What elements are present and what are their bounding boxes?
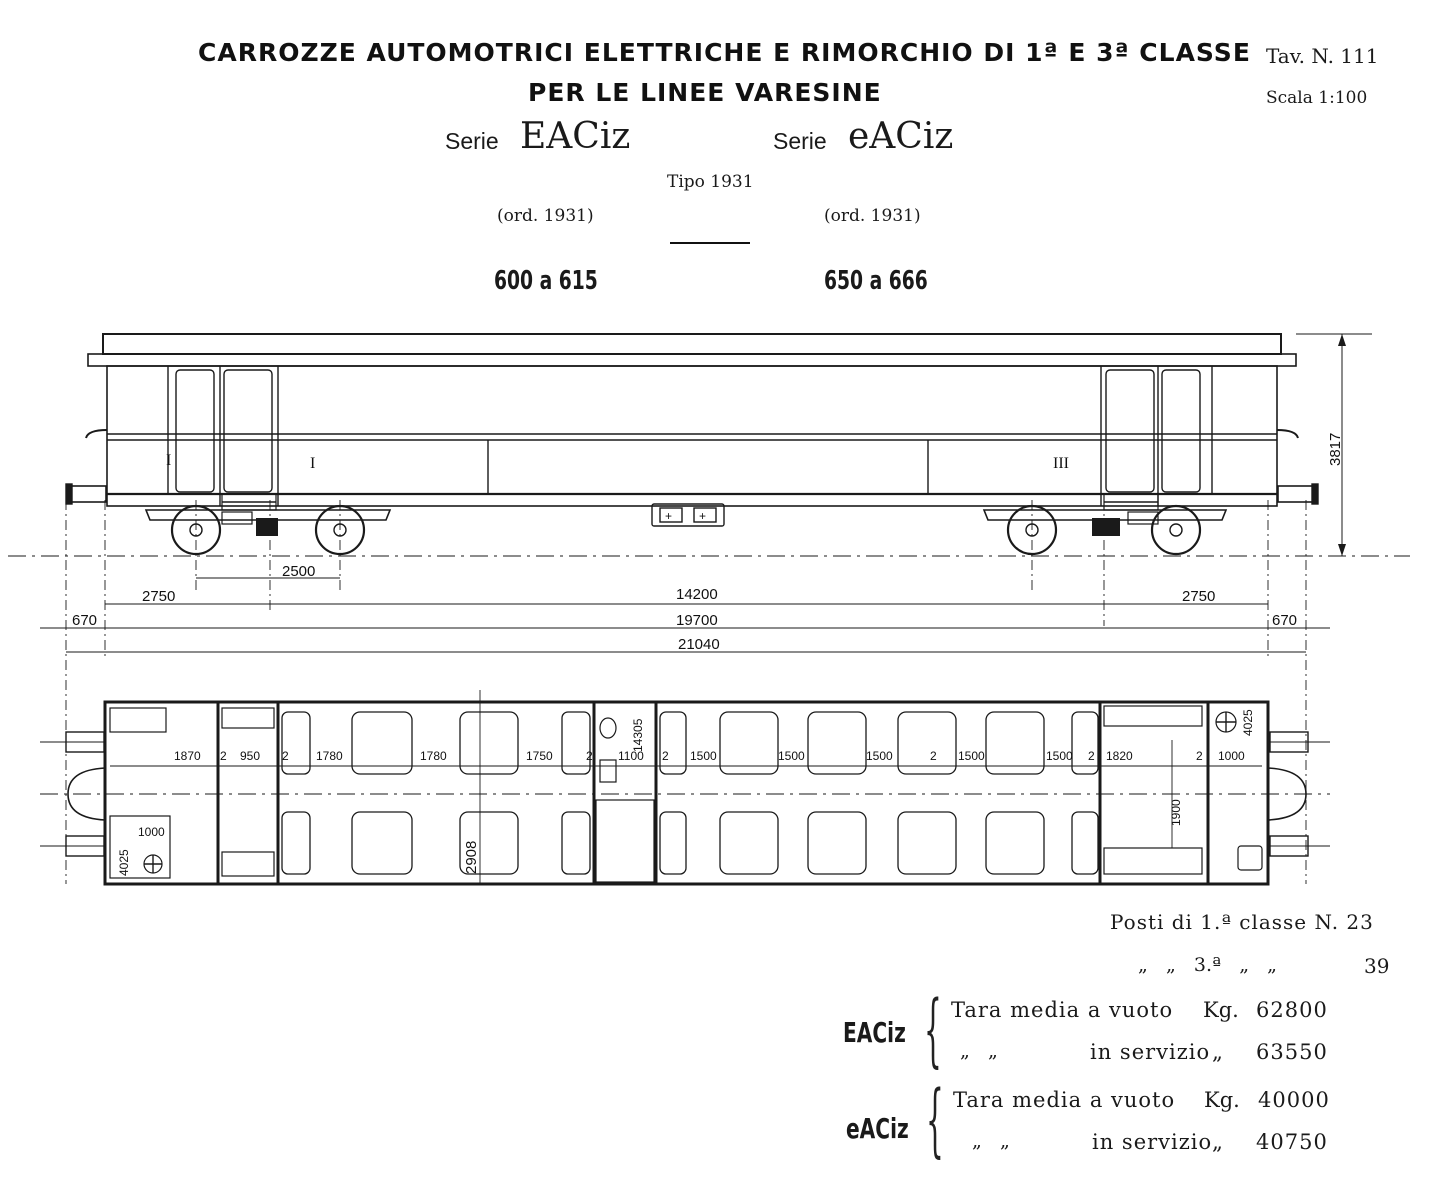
roof-eave [87,353,1297,367]
plan-dim-16: 2 [1088,749,1095,763]
plan-dim-7: 2 [586,749,593,763]
weights-lower-row1-value: 40000 [1258,1088,1330,1112]
plan-dim-5: 1780 [420,749,447,763]
weights-lower-row2-unit: „ [1212,1130,1223,1154]
height-value: 3817 [1327,433,1344,466]
seats-first-class: Posti di 1.ª classe N. 23 [1110,910,1374,934]
weights-lower-row1-unit: Kg. [1204,1088,1240,1112]
weights-lower-row2-value: 40750 [1256,1130,1328,1154]
dim-670-right: 670 [1272,612,1297,629]
dim-2750-right: 2750 [1182,588,1215,605]
plan-dim-4: 1780 [316,749,343,763]
plate-number: Tav. N. 111 [1266,44,1379,68]
weights-upper-row1: Tara media a vuoto [951,998,1174,1022]
dim-19700: 19700 [676,612,718,629]
title-line-1: CARROZZE AUTOMOTRICI ELETTRICHE E RIMORC… [198,38,1251,67]
weights-lower-row1: Tara media a vuoto [953,1088,1176,1112]
weights-lower-row2: in servizio [1092,1130,1213,1154]
plan-dim-1: 2 [220,749,227,763]
plan-dim-18: 2 [1196,749,1203,763]
order-right: (ord. 1931) [824,206,921,226]
plan-dim-1000-left: 1000 [138,825,165,839]
scale-label: Scala 1:100 [1266,88,1368,108]
weights-upper-row1-value: 62800 [1256,998,1328,1022]
seats-third-class-value: 39 [1364,954,1390,978]
plan-dim-9: 2 [662,749,669,763]
plan-dim-12: 1500 [866,749,893,763]
number-range-right: 650 a 666 [824,266,928,296]
roof [102,333,1282,355]
plan-dim-14: 1500 [958,749,985,763]
weights-upper-row1-unit: Kg. [1203,998,1239,1022]
seats-lower [281,811,1099,875]
plan-dim-15: 1500 [1046,749,1073,763]
class-label-first-left: I [166,452,171,469]
class-label-first: I [310,455,315,472]
door-right [1105,369,1155,493]
dim-bogie-wheelbase: 2500 [282,563,315,580]
plan-dim-10: 1500 [690,749,717,763]
plan-dim-4025-left: 4025 [117,849,131,876]
buffer-left [69,485,107,503]
plan-outline [103,700,1270,886]
order-left: (ord. 1931) [497,206,594,226]
tipo-label: Tipo 1931 [667,172,754,192]
plan-dim-2: 950 [240,749,260,763]
weights-lower-row2-ditto: „ „ [972,1130,1010,1152]
weights-upper-row2-unit: „ [1212,1040,1223,1064]
plan-dim-19: 1000 [1218,749,1245,763]
plan-dim-0: 1870 [174,749,201,763]
weights-upper-row2-ditto: „ „ [960,1040,998,1062]
seats-upper [281,711,1099,775]
plan-dim-2908: 2908 [463,841,480,874]
plan-dim-13: 2 [930,749,937,763]
battery-box [651,503,725,527]
buffer-right [1277,485,1315,503]
serie-right-name: eACiz [848,116,954,157]
seats-third-class-ditto: „ „ 3.ª „ „ [1138,954,1278,976]
svg-text:+: + [699,509,706,523]
plan-dim-4025-right: 4025 [1241,709,1255,736]
plan-dim-1900: 1900 [1169,799,1183,826]
header-rule [670,242,750,244]
plan-dim-11: 1500 [778,749,805,763]
brace-lower: { [926,1073,944,1166]
bogie-left [144,504,392,556]
weights-upper-row2: in servizio [1090,1040,1211,1064]
svg-text:+: + [665,509,672,523]
plan-dim-6: 1750 [526,749,553,763]
bogie-right [982,504,1228,556]
plan-dim-8: 1100 [618,749,644,763]
plan-dim-17: 1820 [1106,749,1133,763]
length-dimensions: 2500 2750 14200 2750 670 19700 670 21040 [40,563,1330,653]
title-line-2: PER LE LINEE VARESINE [528,78,882,107]
weights-series-upper: EACiz [843,1016,906,1049]
weights-upper-row2-value: 63550 [1256,1040,1328,1064]
height-dimension: 3817 [1296,333,1372,556]
class-label-third: III [1053,455,1069,472]
plan-dim-3: 2 [282,749,289,763]
side-elevation: I I III + + [65,333,1319,527]
dim-2750-left: 2750 [142,588,175,605]
door-left [223,369,273,493]
serie-right-prefix: Serie [773,128,827,154]
serie-left-name: EACiz [520,116,631,157]
brace-upper: { [924,983,942,1076]
weights-series-lower: eACiz [846,1112,909,1145]
serie-left-prefix: Serie [445,128,499,154]
plan-dim-14305: 14305 [631,718,645,752]
dim-21040: 21040 [678,636,720,653]
car-body [106,365,1278,507]
dim-670-left: 670 [72,612,97,629]
plan-view: 1870 2 950 2 1780 1780 1750 2 1100 2 150… [40,690,1330,886]
dim-14200: 14200 [676,586,718,603]
number-range-left: 600 a 615 [494,266,598,296]
